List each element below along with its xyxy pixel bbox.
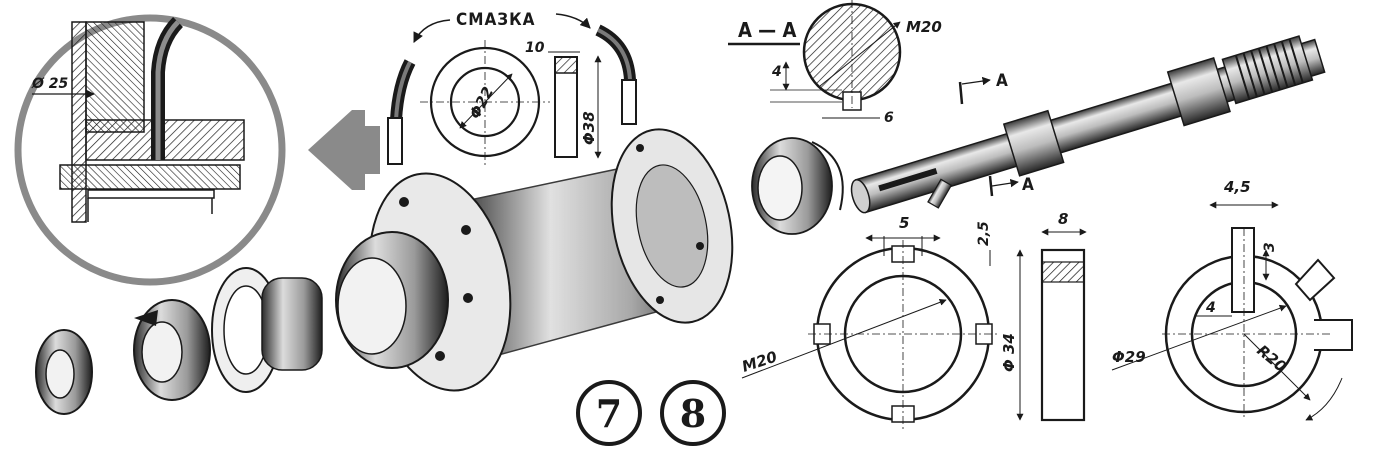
dim-3: 3: [1262, 242, 1278, 252]
section-aa: А — А M20 4 6: [728, 0, 942, 126]
dim-5: 5: [899, 214, 909, 232]
section-mark-bottom: А: [1022, 175, 1034, 195]
dim-d29: Φ29: [1112, 348, 1146, 366]
grease-label: СМАЗКА: [456, 10, 536, 30]
dim-d34: Φ 34: [1000, 333, 1018, 372]
dim-8: 8: [1058, 210, 1068, 228]
grease-label-group: СМАЗКА: [387, 10, 637, 165]
figure-number-7: 7: [576, 380, 642, 446]
dim-2-5: 2,5: [976, 221, 992, 246]
detail-view: Ø 25: [14, 14, 286, 286]
washer-drawing: Φ22 Φ38 10: [420, 40, 602, 165]
figure-number-8-text: 8: [680, 391, 706, 436]
shaft: А А: [850, 35, 1326, 214]
section-mark-top: А: [996, 71, 1008, 91]
dim-4-section: 4: [771, 64, 782, 80]
small-parts: [35, 267, 323, 415]
housing: [335, 128, 734, 392]
dim-6-section: 6: [884, 110, 894, 126]
detail-section: [59, 17, 245, 223]
dim-w10: 10: [525, 40, 545, 56]
dim-d25: Ø 25: [31, 76, 69, 92]
bushing: [751, 137, 844, 235]
tab-washer-drawing: 4,5 3 4 Φ29 R20: [1111, 178, 1353, 421]
dim-d22: Φ22: [466, 84, 498, 122]
figure-number-7-text: 7: [596, 391, 622, 436]
dim-4-5: 4,5: [1223, 178, 1251, 196]
dim-d38: Φ38: [580, 111, 598, 145]
dim-4-washer: 4: [1205, 300, 1216, 316]
nut-drawing: 5 M20 2,5 Φ 34 8: [740, 210, 1087, 430]
figure-number-8: 8: [660, 380, 726, 446]
dim-m20-section: M20: [906, 18, 942, 36]
section-title: А — А: [738, 18, 796, 42]
